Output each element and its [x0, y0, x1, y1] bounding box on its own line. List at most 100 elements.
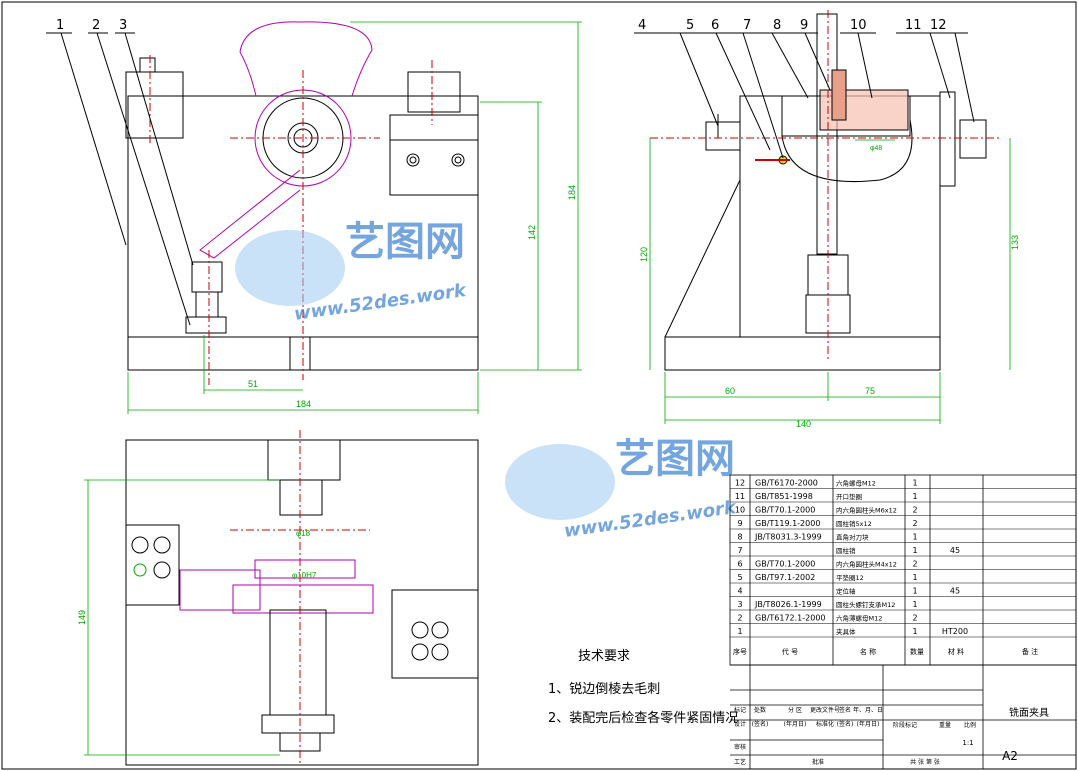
- bom-no: 5: [737, 573, 742, 582]
- bom-name: 圆柱销: [836, 546, 856, 555]
- bom-header-cell: 代 号: [782, 647, 798, 656]
- balloon-2: 2: [92, 18, 100, 33]
- dim-front-inner: 142: [527, 225, 537, 240]
- title-process: 工艺: [734, 758, 746, 766]
- dim-side-left: 60: [725, 386, 735, 396]
- bom-std: GB/T97.1-2002: [755, 573, 815, 582]
- title-row1-cell: 更改文件号: [810, 706, 840, 714]
- dim-side-right: 75: [865, 386, 875, 396]
- title-row2-cell: (年月日): [857, 720, 880, 728]
- balloon-6: 6: [711, 18, 719, 33]
- title-row2-cell: (签名): [837, 720, 854, 728]
- bom-header-cell: 数量: [910, 647, 924, 656]
- watermark-logo: [235, 230, 615, 520]
- title-stage: 阶段标记: [893, 721, 917, 729]
- bom-qty: 1: [912, 573, 917, 582]
- front-view-dimensions: [127, 21, 582, 414]
- bom-no: 7: [737, 546, 742, 555]
- bom-std: JB/T8031.3-1999: [754, 533, 822, 542]
- parts-list: [729, 474, 1077, 769]
- title-weight: 重量: [939, 721, 951, 729]
- bom-no: 2: [737, 614, 742, 623]
- bom-header-cell: 名 称: [860, 647, 876, 656]
- balloon-12: 12: [930, 18, 947, 33]
- bom-qty: 2: [912, 614, 917, 623]
- title-row2-cell: 标准化: [816, 720, 834, 728]
- note-2: 2、装配完后检查各零件紧固情况: [548, 711, 739, 726]
- bom-std: GB/T70.1-2000: [755, 506, 815, 515]
- bom-qty: 1: [912, 587, 917, 596]
- bom-no: 4: [737, 587, 742, 596]
- bom-qty: 1: [912, 533, 917, 542]
- side-view-dimensions: [649, 138, 1011, 424]
- balloon-8: 8: [773, 18, 781, 33]
- bom-name: 六角薄螺母M12: [836, 614, 882, 623]
- front-view: [46, 21, 479, 385]
- dim-plan-depth: 149: [77, 610, 87, 625]
- balloon-11: 11: [905, 18, 922, 33]
- bom-no: 11: [735, 492, 745, 501]
- bom-no: 3: [737, 600, 742, 609]
- dim-plan-dia1: φ18: [296, 529, 311, 538]
- bom-no: 6: [737, 560, 742, 569]
- bom-name: 圆柱销5x12: [836, 519, 872, 528]
- technical-requirements: 技术要求 1、锐边倒棱去毛刺 2、装配完后检查各零件紧固情况: [548, 645, 739, 736]
- bom-qty: 1: [912, 600, 917, 609]
- balloon-7: 7: [743, 18, 751, 33]
- note-1: 1、锐边倒棱去毛刺: [548, 682, 661, 697]
- title-ratio: 比例: [964, 721, 976, 729]
- balloon-3: 3: [119, 18, 127, 33]
- bom-header-cell: 序号: [733, 647, 747, 656]
- bom-name: 内六角圆柱头M4x12: [836, 560, 897, 569]
- bom-qty: 1: [912, 492, 917, 501]
- bom-header-cell: 备 注: [1022, 647, 1038, 656]
- bom-no: 8: [737, 533, 742, 542]
- bom-std: GB/T70.1-2000: [755, 560, 815, 569]
- bom-qty: 1: [912, 627, 917, 636]
- bom-name: 开口垫圈: [836, 492, 862, 501]
- title-row1-cell: 处数: [754, 706, 766, 714]
- balloon-9: 9: [800, 18, 808, 33]
- plan-view: [125, 430, 479, 766]
- bom-name: 夹具体: [836, 627, 856, 636]
- title-row1-cell: 年、月、日: [853, 706, 883, 714]
- title-row2-cell: (年月日): [784, 720, 807, 728]
- balloon-5: 5: [686, 18, 694, 33]
- drawing-title: 铣面夹具: [1009, 706, 1049, 719]
- dim-front-offset: 51: [248, 379, 258, 389]
- bom-std: GB/T6172.1-2000: [755, 614, 826, 623]
- title-row2-cell: 设计: [734, 720, 746, 728]
- bom-name: 平垫圈12: [836, 573, 864, 582]
- balloon-4: 4: [638, 18, 646, 33]
- bom-std: GB/T119.1-2000: [755, 519, 820, 528]
- side-view: [634, 10, 1000, 371]
- bom-name: 定位轴: [836, 587, 856, 596]
- watermark-brand-1: 艺图网: [345, 219, 465, 265]
- bom-name: 六角螺母M12: [836, 479, 876, 488]
- sheet-size: A2: [1002, 749, 1018, 763]
- dimension-labels: 51 184 184 142 60 75 140 120 133 φ48 149…: [77, 145, 1020, 625]
- balloon-1: 1: [56, 18, 64, 33]
- dim-side-total: 140: [796, 419, 811, 429]
- bom-name: 内六角圆柱头M6x12: [836, 506, 897, 515]
- dim-side-dia: φ48: [870, 145, 882, 152]
- bom-header-cell: 材 料: [948, 647, 964, 656]
- bom-name: 直角对刀块: [836, 533, 869, 542]
- watermark-brand-2: 艺图网: [615, 436, 735, 482]
- bom-qty: 2: [912, 506, 917, 515]
- bom-qty: 1: [912, 479, 917, 488]
- bom-no: 10: [735, 506, 745, 515]
- title-scale: 1:1: [962, 739, 973, 747]
- title-row1-cell: 标记: [734, 706, 746, 714]
- bom-no: 1: [737, 627, 742, 636]
- bom-name: 圆柱头螺钉支承M12: [836, 600, 895, 609]
- notes-title: 技术要求: [578, 649, 631, 664]
- bom-std: GB/T851-1998: [755, 492, 813, 501]
- dim-side-height: 120: [639, 247, 649, 262]
- bom-qty: 2: [912, 519, 917, 528]
- bom-qty: 1: [912, 546, 917, 555]
- dim-side-inner: 133: [1010, 235, 1020, 250]
- balloon-labels: 1 2 3 4 5 6 7 8 9 10 11 12: [56, 18, 947, 33]
